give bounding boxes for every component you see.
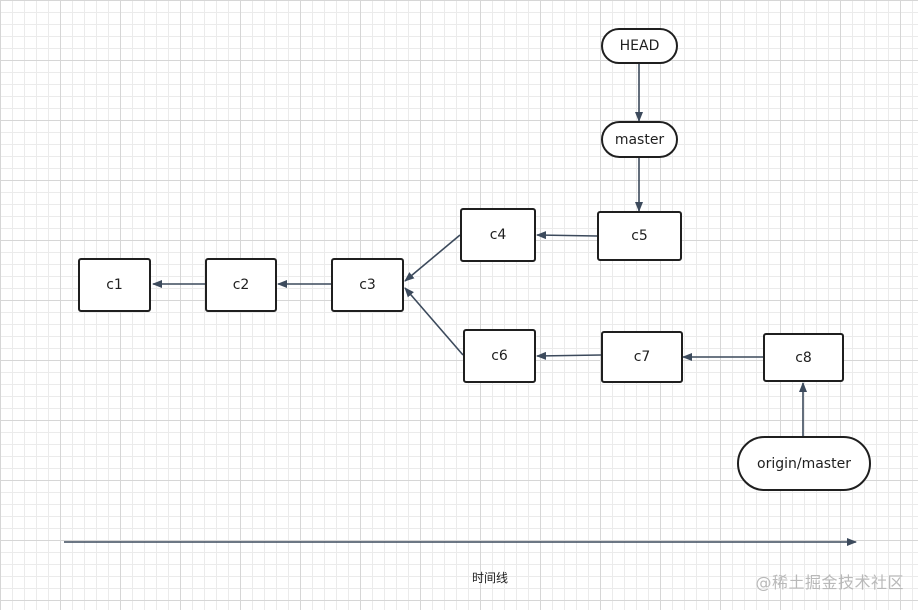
ref-master[interactable]: master <box>601 121 678 158</box>
ref-origin-master[interactable]: origin/master <box>737 436 871 491</box>
edge-c4-c3 <box>404 234 461 282</box>
commit-c3-label: c3 <box>359 277 376 293</box>
commit-c7-label: c7 <box>633 349 651 365</box>
commit-c6-label: c6 <box>491 348 508 364</box>
commit-c3[interactable]: c3 <box>331 258 404 312</box>
commit-c8[interactable]: c8 <box>763 333 844 382</box>
ref-origin-master-label: origin/master <box>757 455 851 472</box>
commit-c2-label: c2 <box>232 277 250 293</box>
commit-c1[interactable]: c1 <box>78 258 151 312</box>
commit-c1-label: c1 <box>106 277 123 293</box>
edge-c6-c3 <box>404 287 464 356</box>
commit-c4[interactable]: c4 <box>460 208 536 262</box>
commit-c2[interactable]: c2 <box>205 258 277 312</box>
commit-c4-label: c4 <box>489 227 507 243</box>
timeline-label: 时间线 <box>471 571 508 585</box>
ref-master-label: master <box>614 131 665 148</box>
commit-c7[interactable]: c7 <box>601 331 683 383</box>
ref-head[interactable]: HEAD <box>601 28 678 64</box>
edge-c5-c4 <box>536 231 598 240</box>
commit-c5-label: c5 <box>631 228 648 244</box>
commit-c8-label: c8 <box>795 349 812 366</box>
edge-c7-c6 <box>536 351 602 360</box>
ref-head-label: HEAD <box>619 38 660 54</box>
commit-c5[interactable]: c5 <box>597 211 682 261</box>
commit-c6[interactable]: c6 <box>463 329 536 383</box>
watermark: @稀土掘金技术社区 <box>755 573 904 592</box>
